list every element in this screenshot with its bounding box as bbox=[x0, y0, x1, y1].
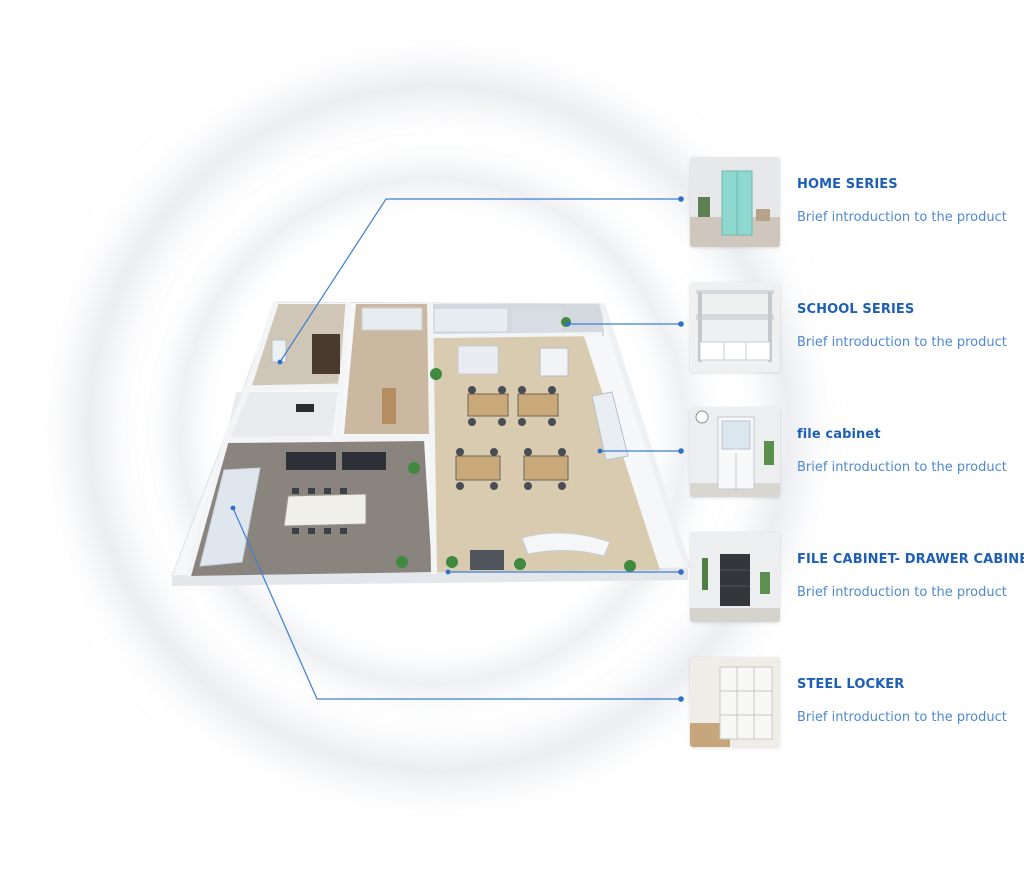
dark-drawer-cabinet-icon bbox=[690, 532, 780, 622]
steel-bunk-bed-icon bbox=[690, 282, 780, 372]
product-description: Brief introduction to the product bbox=[797, 460, 1007, 475]
office-floorplan-image bbox=[171, 301, 691, 586]
product-title[interactable]: FILE CABINET- DRAWER CABINET bbox=[797, 552, 1024, 567]
product-description: Brief introduction to the product bbox=[797, 335, 1007, 350]
steel-locker-icon bbox=[690, 657, 780, 747]
product-title[interactable]: file cabinet bbox=[797, 427, 881, 442]
product-item-file-cabinet[interactable]: file cabinet Brief introduction to the p… bbox=[690, 407, 1024, 497]
white-file-cabinet-icon bbox=[690, 407, 780, 497]
product-item-drawer-cabinet[interactable]: FILE CABINET- DRAWER CABINET Brief intro… bbox=[690, 532, 1024, 622]
product-title[interactable]: STEEL LOCKER bbox=[797, 677, 905, 692]
mint-green-wardrobe-icon bbox=[690, 157, 780, 247]
product-item-school-series[interactable]: SCHOOL SERIES Brief introduction to the … bbox=[690, 282, 1024, 372]
product-description: Brief introduction to the product bbox=[797, 210, 1007, 225]
product-title[interactable]: HOME SERIES bbox=[797, 177, 898, 192]
product-item-home-series[interactable]: HOME SERIES Brief introduction to the pr… bbox=[690, 157, 1024, 247]
product-item-steel-locker[interactable]: STEEL LOCKER Brief introduction to the p… bbox=[690, 657, 1024, 747]
product-title[interactable]: SCHOOL SERIES bbox=[797, 302, 915, 317]
product-description: Brief introduction to the product bbox=[797, 585, 1007, 600]
product-description: Brief introduction to the product bbox=[797, 710, 1007, 725]
